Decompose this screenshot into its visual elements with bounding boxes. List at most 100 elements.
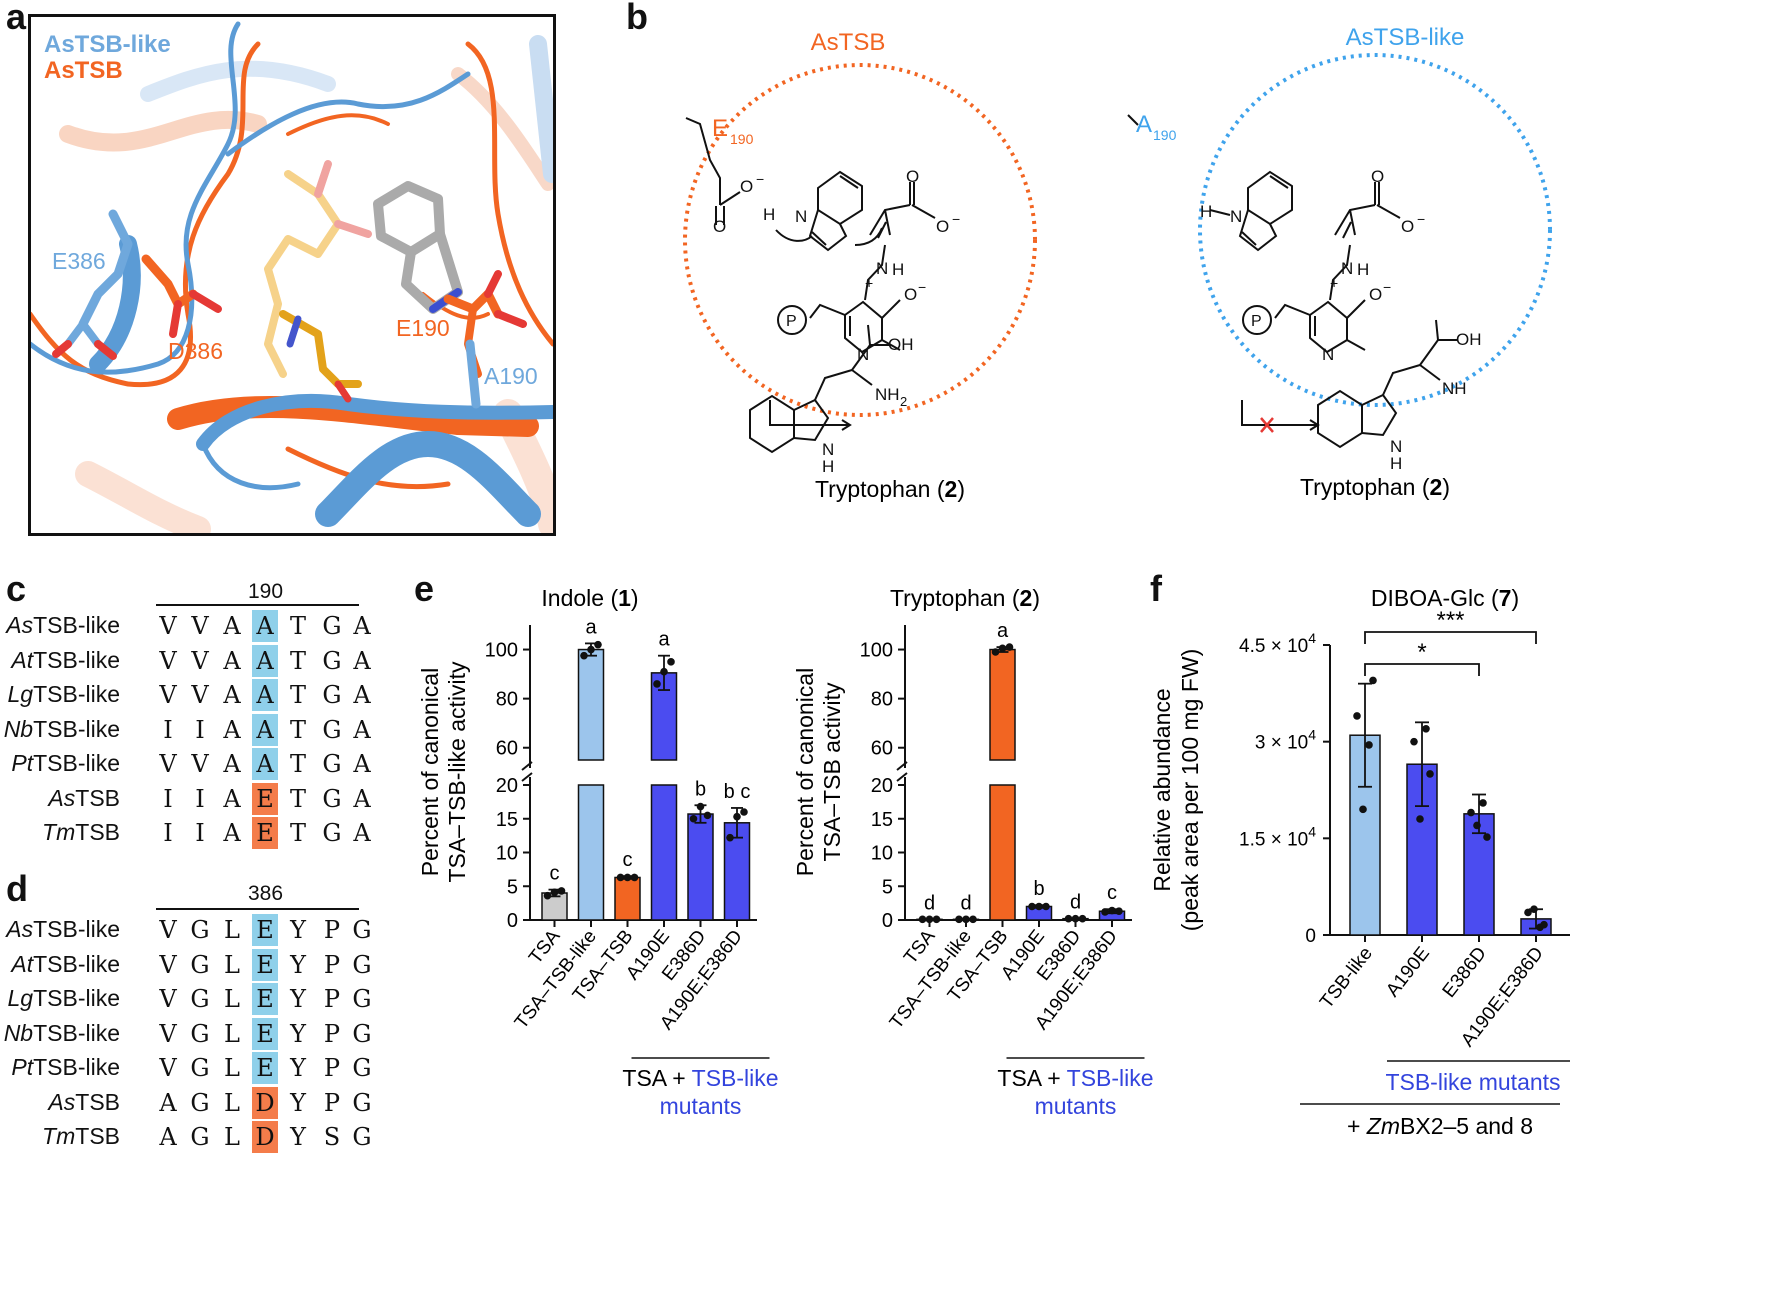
data-point: [1101, 908, 1109, 916]
axis-break: [896, 772, 908, 782]
alignment-highlight-residue: E: [252, 914, 278, 946]
alignment-residue: Y: [290, 985, 306, 1013]
group-label-line2: mutants: [1035, 1093, 1117, 1119]
alignment-row-label: NbTSB-like: [3, 715, 120, 742]
group-label-line2: mutants: [660, 1093, 742, 1119]
alignment-residue: A: [223, 750, 241, 778]
significance-bracket: [1364, 631, 1537, 644]
alignment-residue: G: [190, 950, 210, 979]
alignment-residue: T: [289, 819, 306, 847]
y-tick-label: 80: [871, 689, 893, 711]
y-tick-label: 100: [860, 640, 893, 662]
data-point: [1005, 643, 1014, 651]
alignment-residue: I: [163, 784, 173, 813]
alignment-residue: P: [323, 1019, 341, 1048]
alignment-residue: G: [352, 1054, 372, 1082]
alignment-residue: L: [224, 1054, 240, 1082]
data-point: [1078, 914, 1087, 923]
significance-letter: a: [585, 616, 597, 638]
data-point: [962, 915, 970, 924]
alignment-residue: Y: [290, 1054, 306, 1082]
alignment-residue: P: [323, 985, 341, 1013]
alignment-row-label: PtTSB-like: [11, 750, 120, 776]
data-point: [1467, 808, 1475, 817]
svg-text:H: H: [1390, 454, 1402, 473]
product-label-right: Tryptophan (2): [1300, 474, 1450, 500]
alignment-residue: P: [323, 916, 341, 944]
significance-letter: c: [550, 863, 560, 885]
y-tick-label: 80: [496, 689, 518, 711]
svg-text:N: N: [1341, 259, 1353, 278]
svg-text:N: N: [795, 207, 807, 226]
data-point: [703, 811, 712, 820]
alignment-residue: Y: [290, 1088, 306, 1117]
data-point: [969, 915, 977, 924]
alignment-residue: I: [195, 819, 205, 847]
svg-text:N: N: [857, 345, 869, 364]
y-axis-label: Relative abundance(peak area per 100 mg …: [1150, 649, 1203, 932]
svg-text:NH: NH: [875, 385, 900, 404]
alignment-residue: V: [159, 612, 177, 640]
alignment-residue: G: [352, 916, 372, 944]
svg-text:H: H: [1200, 202, 1212, 221]
y-tick-label: 0: [882, 910, 893, 932]
data-point: [1071, 914, 1080, 923]
chart-title: Indole (1): [541, 585, 638, 611]
alignment-residue: I: [163, 819, 173, 847]
alignment-residue: L: [224, 916, 240, 944]
alignment-row-label: AsTSB: [48, 784, 120, 811]
svg-text:NH: NH: [1442, 379, 1467, 398]
footer-label: + ZmBX2–5 and 8: [1347, 1113, 1533, 1139]
alignment-residue: T: [289, 681, 306, 709]
y-tick-label: 0: [1305, 926, 1316, 947]
alignment-residue: V: [191, 646, 209, 675]
significance-letter: b: [695, 778, 706, 800]
alignment-residue: A: [353, 784, 371, 813]
alignment-row-label: PtTSB-like: [11, 1054, 120, 1080]
y-axis-label: Percent of canonicalTSA–TSB activity: [792, 668, 845, 876]
svg-text:190: 190: [1153, 127, 1177, 143]
significance-letter: d: [960, 892, 971, 914]
alignment-residue: V: [159, 985, 177, 1013]
y-tick-label: 5: [882, 876, 893, 898]
svg-text:−: −: [756, 171, 764, 187]
alignment-residue: G: [352, 985, 372, 1013]
bar: [989, 784, 1016, 921]
panel-label-b: b: [626, 0, 648, 37]
alignment-residue: A: [223, 784, 241, 813]
significance-stars: ***: [1436, 607, 1464, 634]
alignment-highlight-residue: E: [252, 817, 278, 849]
alignment-residue: T: [289, 646, 306, 675]
data-point: [740, 808, 748, 816]
data-point: [991, 648, 1000, 656]
data-point: [689, 814, 698, 823]
alignment-residue: S: [323, 1123, 341, 1151]
svg-text:O: O: [904, 285, 917, 304]
alignment-residue: L: [224, 1019, 240, 1048]
alignment-residue: G: [190, 1088, 210, 1117]
data-point: [733, 812, 741, 821]
legend-astsb: AsTSB: [44, 57, 123, 84]
alignment-row-label: AtTSB-like: [11, 646, 120, 673]
alignment-row-label: AsTSB-like: [6, 612, 120, 638]
alignment-row-label: LgTSB-like: [7, 985, 121, 1011]
alignment-row-label: TmTSB: [42, 819, 120, 845]
data-point: [660, 667, 668, 676]
alignment-residue: P: [323, 1088, 341, 1117]
svg-text:O: O: [1401, 217, 1414, 236]
alignment-residue: G: [190, 985, 210, 1013]
bar: [614, 876, 641, 921]
alignment-residue: A: [353, 612, 371, 640]
alignment-residue: A: [223, 612, 241, 640]
svg-text:A: A: [1136, 111, 1152, 138]
alignment-highlight-residue: E: [252, 782, 278, 815]
svg-text:−: −: [1417, 211, 1425, 227]
alignment-residue: A: [353, 681, 371, 709]
alignment-highlight-residue: A: [252, 679, 278, 711]
svg-text:N: N: [1322, 345, 1334, 364]
data-point: [726, 833, 734, 842]
svg-text:E: E: [712, 115, 728, 142]
alignment-residue: T: [289, 612, 306, 640]
alignment-residue: V: [191, 612, 209, 640]
